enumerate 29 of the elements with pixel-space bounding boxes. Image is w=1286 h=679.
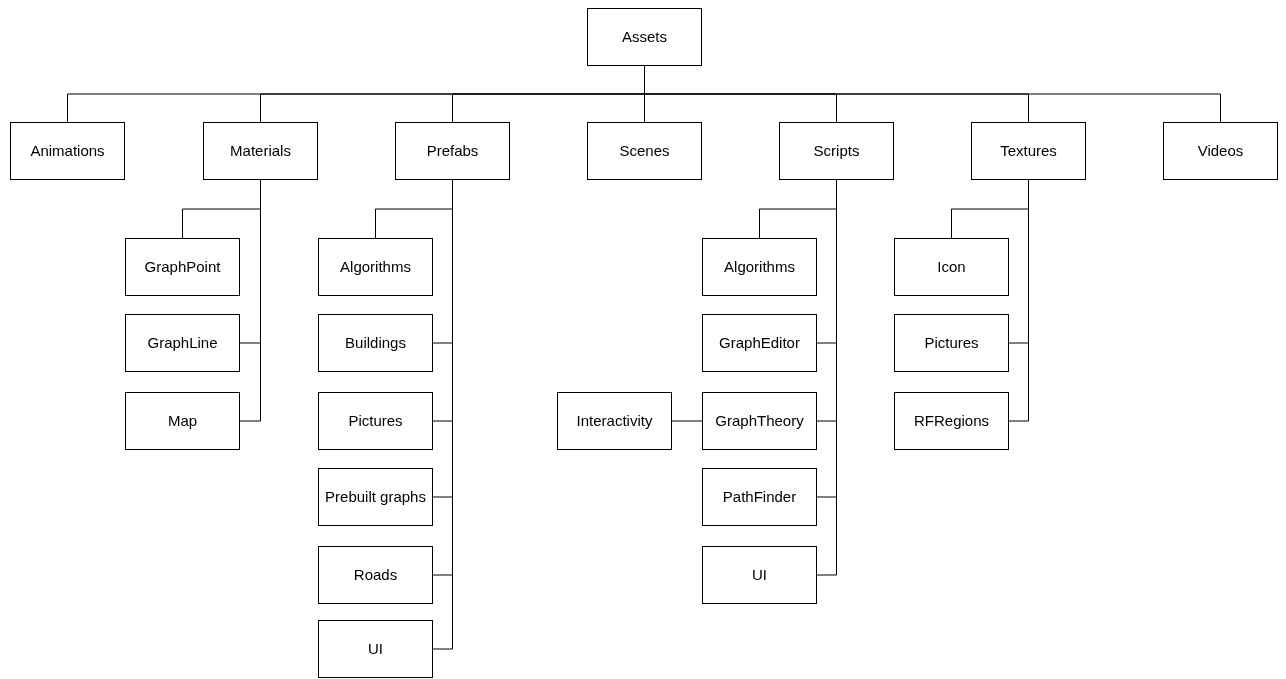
connector-line <box>239 179 261 422</box>
folder-box: Interactivity <box>557 392 672 450</box>
folder-box: Roads <box>318 546 433 604</box>
folder-box: Scripts <box>779 122 894 180</box>
folder-box: Assets <box>587 8 702 66</box>
folder-box: Textures <box>971 122 1086 180</box>
folder-box: Pictures <box>894 314 1009 372</box>
folder-box: PathFinder <box>702 468 817 526</box>
folder-box: Animations <box>10 122 125 180</box>
folder-box: Map <box>125 392 240 450</box>
folder-box: GraphLine <box>125 314 240 372</box>
folder-box: Algorithms <box>318 238 433 296</box>
folder-box: Buildings <box>318 314 433 372</box>
folder-box: GraphEditor <box>702 314 817 372</box>
folder-box: GraphTheory <box>702 392 817 450</box>
connector-line <box>671 420 703 422</box>
folder-box: Prefabs <box>395 122 510 180</box>
connector-line <box>1008 179 1029 422</box>
folder-box: Materials <box>203 122 318 180</box>
folder-box: Videos <box>1163 122 1278 180</box>
folder-box: UI <box>318 620 433 678</box>
folder-box: Scenes <box>587 122 702 180</box>
folder-box: Algorithms <box>702 238 817 296</box>
folder-box: Pictures <box>318 392 433 450</box>
folder-box: Icon <box>894 238 1009 296</box>
folder-box: GraphPoint <box>125 238 240 296</box>
folder-box: RFRegions <box>894 392 1009 450</box>
folder-box: Prebuilt graphs <box>318 468 433 526</box>
folder-box: UI <box>702 546 817 604</box>
